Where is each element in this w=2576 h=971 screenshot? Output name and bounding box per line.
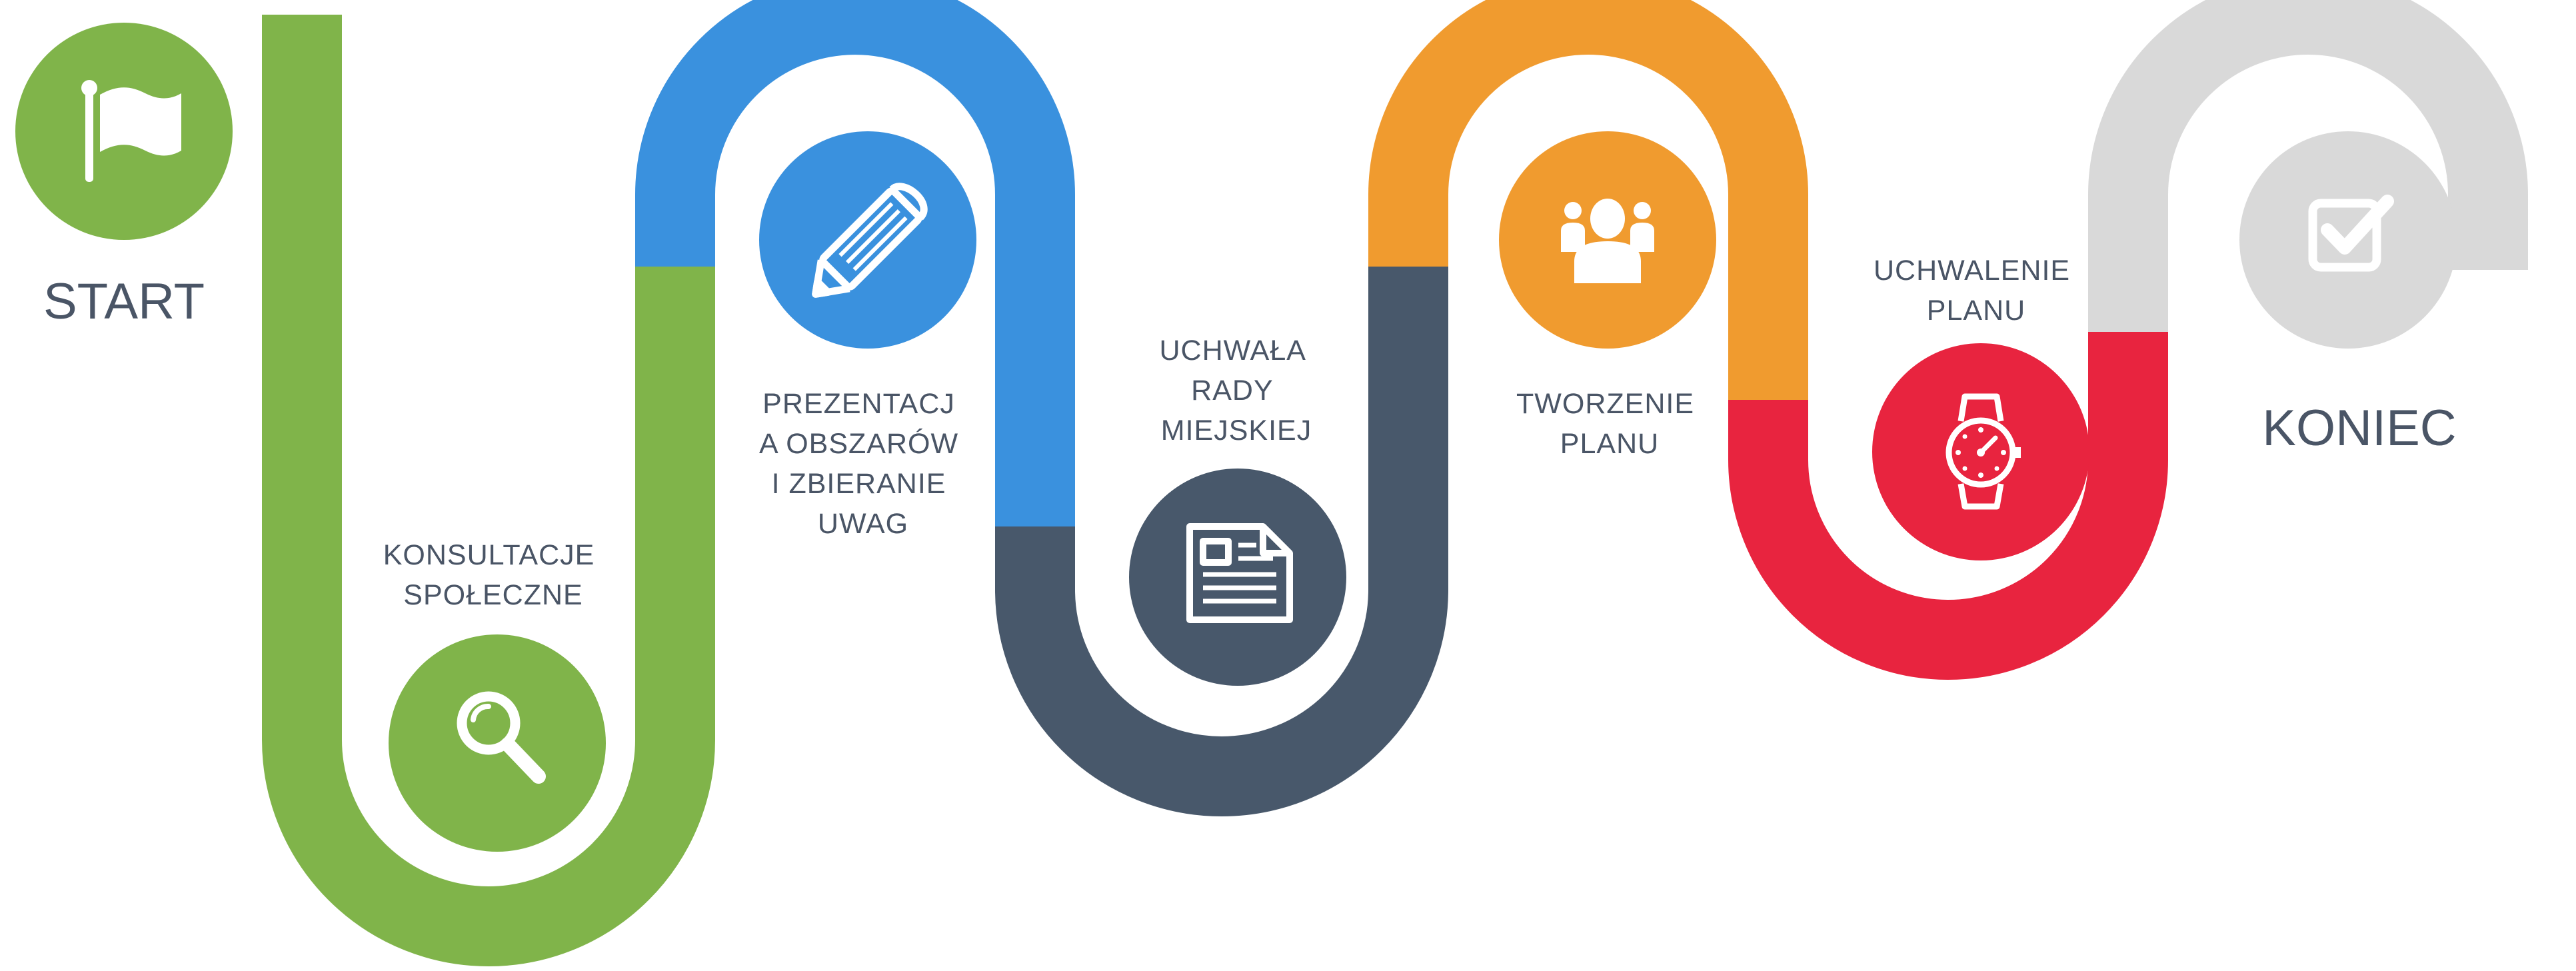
start-node: START [15,23,233,330]
roadmap-path [262,0,2528,966]
step-council-resolution: UCHWAŁA RADY MIEJSKIEJ [1129,335,1346,686]
step-label-line: UWAG [818,508,908,540]
step-label-line: SPOŁECZNE [403,579,583,611]
step-presentation: PREZENTACJ A OBSZARÓW I ZBIERANIE UWAG [759,131,976,540]
end-label: KONIEC [2262,400,2456,457]
step-label-line: UCHWAŁA [1159,335,1306,367]
step-label-line: A OBSZARÓW [759,428,958,460]
magnifier-icon [457,691,546,784]
road-segment-green [262,15,715,966]
step-label-line: TWORZENIE [1516,388,1694,420]
people-icon [1561,199,1654,283]
step-label-line: PLANU [1560,428,1659,460]
pencil-icon [812,183,928,298]
start-label: START [43,273,205,330]
document-icon [1186,523,1293,623]
step-circle-plan-creation [1499,131,1716,349]
step-label-line: I ZBIERANIE [772,468,946,500]
watch-icon [1945,393,2021,510]
step-label-line: MIEJSKIEJ [1161,415,1312,447]
step-label-plan-adoption: UCHWALENIE PLANU [1874,255,2079,327]
step-plan-creation: TWORZENIE PLANU [1499,131,1716,460]
road-segment-red [1728,332,2168,680]
step-label-line: PLANU [1927,295,2025,327]
step-label-line: PREZENTACJ [762,388,955,420]
step-circle-council-resolution [1129,469,1346,686]
step-label-line: UCHWALENIE [1874,255,2070,287]
step-label-presentation: PREZENTACJ A OBSZARÓW I ZBIERANIE UWAG [759,388,967,540]
checkbox-icon [2308,195,2394,272]
step-label-line: RADY [1191,375,1273,407]
road-segment-grey [2088,0,2528,332]
step-consultations: KONSULTACJE SPOŁECZNE [383,539,606,852]
road-segment-slate [995,267,1448,816]
step-label-council-resolution: UCHWAŁA RADY MIEJSKIEJ [1159,335,1313,447]
flag-icon [81,80,181,182]
step-label-line: KONSULTACJE [383,539,595,571]
end-node: KONIEC [2239,131,2457,457]
road-segment-orange [1368,0,1808,400]
road-segment-blue [635,0,1075,526]
step-plan-adoption: UCHWALENIE PLANU [1872,255,2089,560]
step-label-consultations: KONSULTACJE SPOŁECZNE [383,539,604,611]
step-label-plan-creation: TWORZENIE PLANU [1516,388,1703,460]
